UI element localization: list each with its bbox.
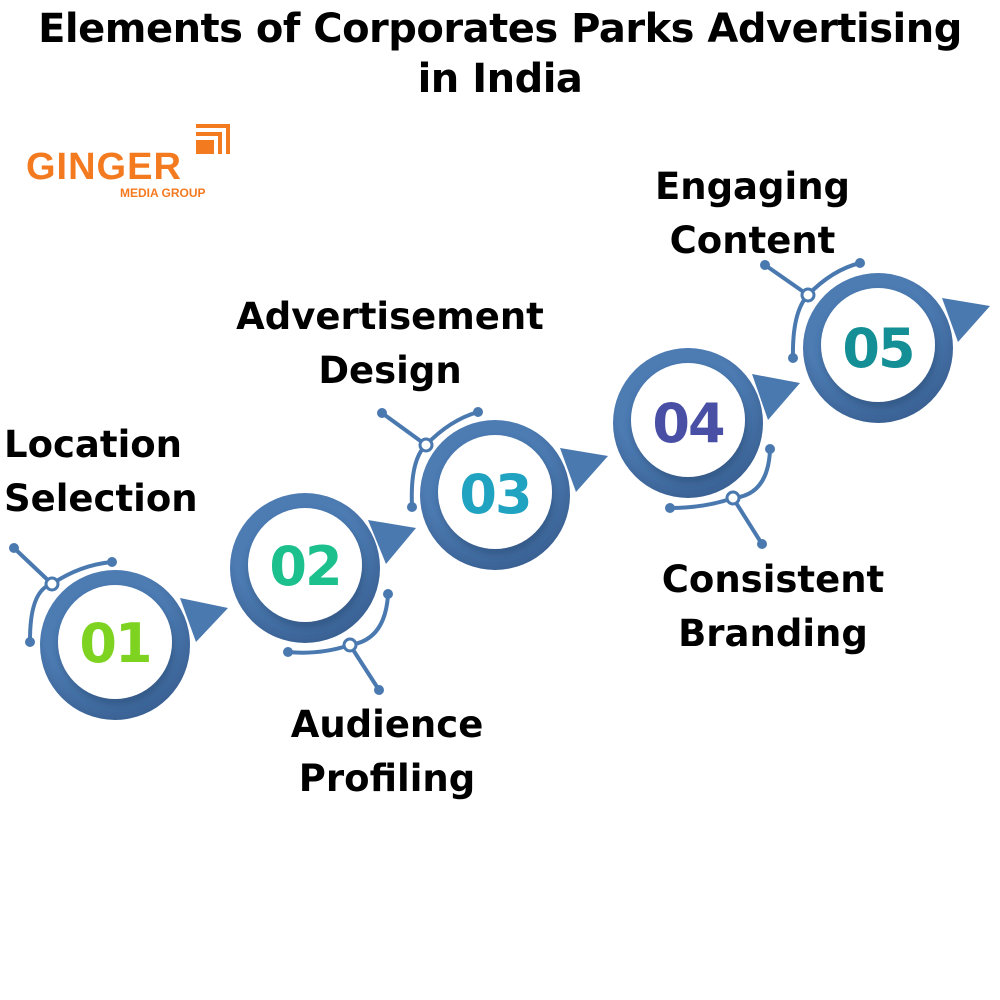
step-03-graphic — [377, 407, 608, 570]
step-02-graphic — [230, 493, 416, 695]
logo-name: GINGER — [26, 146, 182, 188]
step-05-number: 05 — [842, 317, 915, 380]
step-01-graphic — [9, 543, 228, 720]
page-title: Elements of Corporates Parks Advertising… — [0, 4, 1000, 104]
step-04-number: 04 — [652, 392, 725, 455]
step-04-graphic — [613, 348, 800, 549]
logo-mark-icon — [196, 124, 230, 154]
ginger-media-group-logo: GINGER MEDIA GROUP — [24, 124, 234, 204]
step-03-label: Advertisement Design — [236, 295, 544, 392]
step-01-number: 01 — [79, 612, 152, 675]
step-05-graphic — [760, 258, 990, 423]
logo-subtitle: MEDIA GROUP — [120, 186, 206, 200]
step-04-label: Consistent Branding — [661, 558, 885, 655]
step-05-label: Engaging Content — [654, 165, 851, 262]
step-02-number: 02 — [269, 535, 342, 598]
title-line-1: Elements of Corporates Parks Advertising — [38, 6, 962, 52]
step-01-label: Location Selection — [4, 423, 198, 520]
step-02-label: Audience Profiling — [290, 703, 484, 800]
title-line-2: in India — [417, 56, 583, 102]
step-03-number: 03 — [459, 463, 532, 526]
